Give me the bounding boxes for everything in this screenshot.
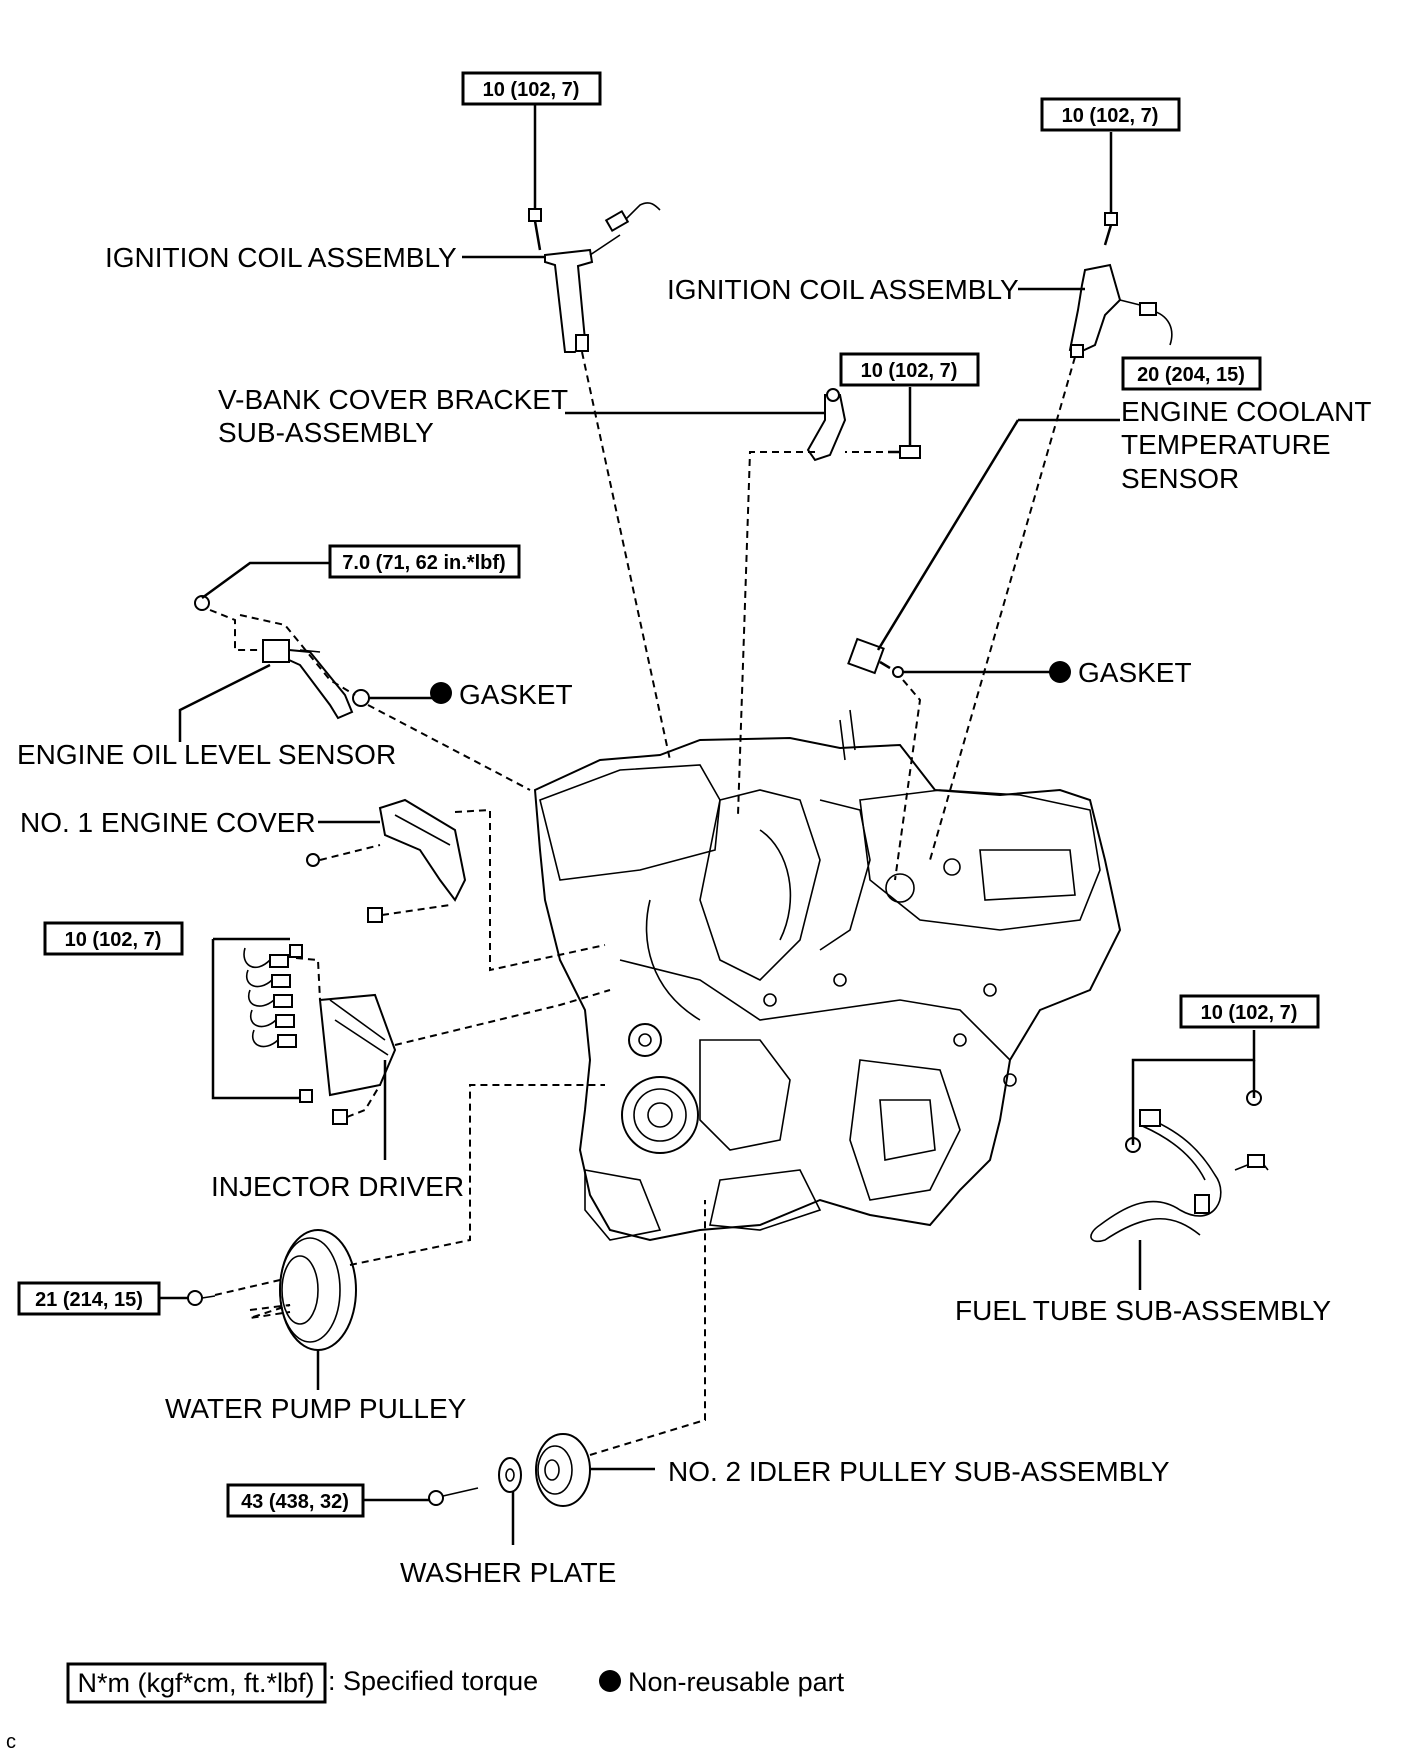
svg-text:43 (438, 32): 43 (438, 32) bbox=[241, 1491, 349, 1513]
label-gasket-left: GASKET bbox=[459, 679, 573, 710]
label-washer-plate: WASHER PLATE bbox=[400, 1557, 616, 1588]
label-ect-line1: ENGINE COOLANT bbox=[1121, 396, 1371, 427]
vbank-bracket bbox=[806, 388, 921, 462]
legend-torque-unit: N*m (kgf*cm, ft.*lbf) bbox=[77, 1668, 314, 1698]
label-idler-pulley: NO. 2 IDLER PULLEY SUB-ASSEMBLY bbox=[668, 1456, 1170, 1487]
idler-guide bbox=[589, 1200, 706, 1456]
water-pump-guide-3 bbox=[349, 1084, 605, 1266]
ect-guide bbox=[894, 679, 922, 881]
coil-right-guide bbox=[929, 356, 1076, 861]
ect-sensor bbox=[847, 637, 904, 678]
nonreusable-dot-icon bbox=[430, 682, 452, 704]
torque-box-coil-left: 10 (102, 7) bbox=[461, 71, 602, 106]
torque-leader-injector-1 bbox=[211, 939, 300, 1100]
torque-box-fuel-tube: 10 (102, 7) bbox=[1179, 994, 1320, 1029]
nonreusable-dot-icon bbox=[1049, 661, 1071, 683]
water-pump-guide-1 bbox=[214, 1279, 281, 1296]
injector-driver bbox=[243, 944, 397, 1125]
label-ect-line3: SENSOR bbox=[1121, 463, 1239, 494]
fuel-tube bbox=[1090, 1090, 1269, 1243]
ect-leader bbox=[876, 419, 1020, 651]
legend-nonreusable-text: Non-reusable part bbox=[628, 1667, 845, 1697]
label-water-pump-pulley: WATER PUMP PULLEY bbox=[165, 1393, 467, 1424]
injector-guide-2 bbox=[346, 1084, 381, 1118]
engine-cover-guide-1 bbox=[319, 844, 381, 861]
oil-sensor-guide-3 bbox=[367, 704, 531, 791]
svg-text:7.0 (71, 62 in.*lbf): 7.0 (71, 62 in.*lbf) bbox=[342, 552, 505, 574]
svg-text:10 (102, 7): 10 (102, 7) bbox=[483, 79, 580, 101]
label-injector-driver: INJECTOR DRIVER bbox=[211, 1171, 464, 1202]
torque-box-vbank: 10 (102, 7) bbox=[839, 352, 980, 387]
label-ect-line2: TEMPERATURE bbox=[1121, 429, 1331, 460]
legend-torque-box bbox=[66, 1662, 327, 1704]
engine-cover-guide-3 bbox=[454, 808, 606, 972]
torque-leader-fuel-tube-1 bbox=[1131, 1030, 1256, 1145]
torque-box-idler: 43 (438, 32) bbox=[226, 1483, 365, 1518]
legend: N*m (kgf*cm, ft.*lbf) : Specified torque… bbox=[66, 1662, 845, 1704]
label-gasket-right: GASKET bbox=[1078, 657, 1192, 688]
torque-box-injector: 10 (102, 7) bbox=[43, 921, 184, 956]
water-pump-pulley bbox=[187, 1229, 357, 1351]
oil-level-sensor bbox=[194, 595, 370, 720]
svg-text:10 (102, 7): 10 (102, 7) bbox=[1201, 1002, 1298, 1024]
label-fuel-tube: FUEL TUBE SUB-ASSEMBLY bbox=[955, 1295, 1331, 1326]
svg-text:10 (102, 7): 10 (102, 7) bbox=[65, 929, 162, 951]
torque-box-ect: 20 (204, 15) bbox=[1121, 356, 1262, 391]
ignition-coil-left bbox=[528, 202, 661, 353]
engine-cover bbox=[306, 798, 467, 923]
label-ignition-coil-right: IGNITION COIL ASSEMBLY bbox=[667, 274, 1019, 305]
svg-text:10 (102, 7): 10 (102, 7) bbox=[1062, 105, 1159, 127]
engine-block bbox=[533, 709, 1122, 1242]
corner-mark: c bbox=[6, 1731, 16, 1753]
oil-sensor-guide-1 bbox=[209, 609, 263, 651]
oil-sensor-leader bbox=[178, 663, 271, 742]
injector-guide-3 bbox=[394, 989, 611, 1046]
engine-cover-guide-2 bbox=[381, 904, 451, 916]
water-pump-guide-2 bbox=[249, 1304, 291, 1319]
coil-left-guide bbox=[581, 351, 671, 761]
legend-torque-text: : Specified torque bbox=[328, 1666, 538, 1696]
svg-text:21 (214, 15): 21 (214, 15) bbox=[35, 1289, 143, 1311]
torque-box-oil-sensor: 7.0 (71, 62 in.*lbf) bbox=[328, 544, 521, 579]
torque-box-coil-right: 10 (102, 7) bbox=[1040, 97, 1181, 132]
label-ignition-coil-left: IGNITION COIL ASSEMBLY bbox=[105, 242, 457, 273]
injector-guide-1 bbox=[295, 957, 321, 1001]
torque-leader-oil-sensor bbox=[201, 561, 330, 600]
svg-text:20 (204, 15): 20 (204, 15) bbox=[1137, 364, 1245, 386]
torque-box-water-pump: 21 (214, 15) bbox=[17, 1281, 161, 1316]
nonreusable-dot-icon bbox=[599, 1670, 621, 1692]
ignition-coil-right bbox=[1068, 212, 1173, 358]
vbank-guide-2 bbox=[737, 451, 815, 816]
label-vbank-line1: V-BANK COVER BRACKET bbox=[218, 384, 568, 415]
idler-pulley bbox=[428, 1433, 591, 1507]
svg-text:10 (102, 7): 10 (102, 7) bbox=[861, 360, 958, 382]
label-oil-level-sensor: ENGINE OIL LEVEL SENSOR bbox=[17, 739, 396, 770]
label-vbank-line2: SUB-ASSEMBLY bbox=[218, 417, 434, 448]
label-engine-cover: NO. 1 ENGINE COVER bbox=[20, 807, 316, 838]
